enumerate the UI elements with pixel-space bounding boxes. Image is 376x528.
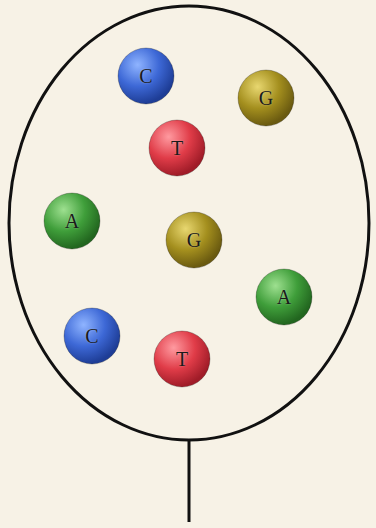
base-ball: G (237, 69, 295, 127)
ball-circle (149, 120, 205, 176)
base-ball: C (117, 47, 175, 105)
base-ball: C (63, 307, 121, 365)
base-ball: G (165, 211, 223, 269)
ball-circle (166, 212, 222, 268)
balloon-stick (188, 440, 191, 522)
base-letter: A (65, 211, 79, 231)
base-letter: T (171, 138, 183, 158)
base-ball: T (153, 330, 211, 388)
base-letter: T (176, 349, 188, 369)
base-letter: C (139, 66, 152, 86)
ball-circle (238, 70, 294, 126)
ball-circle (154, 331, 210, 387)
ball-circle (44, 193, 100, 249)
ball-circle (64, 308, 120, 364)
base-letter: G (187, 230, 201, 250)
base-ball: A (255, 268, 313, 326)
base-letter: G (259, 88, 273, 108)
base-ball: T (148, 119, 206, 177)
base-letter: C (85, 326, 98, 346)
ball-circle (256, 269, 312, 325)
balloon-outline (9, 6, 369, 440)
base-letter: A (277, 287, 291, 307)
ball-circle (118, 48, 174, 104)
base-ball: A (43, 192, 101, 250)
